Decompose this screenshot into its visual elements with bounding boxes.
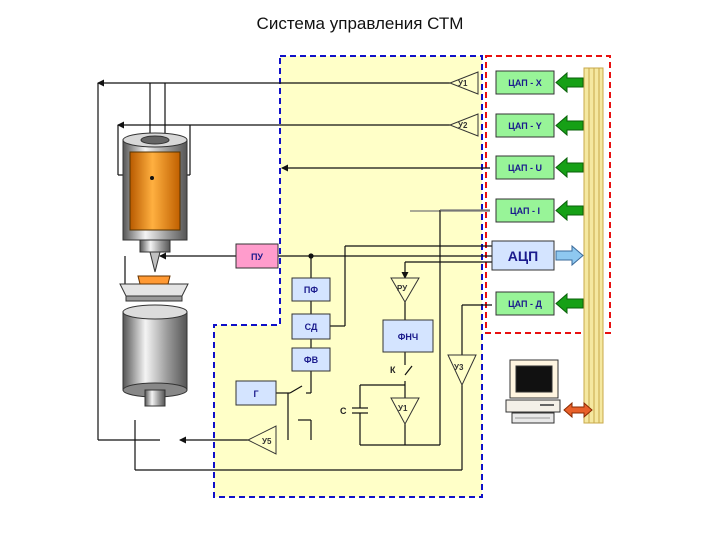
approach-motor xyxy=(122,304,188,407)
dac-x: ЦАП - X xyxy=(495,70,555,95)
block-fnch: ФНЧ xyxy=(382,319,434,353)
dac-i: ЦАП - I xyxy=(495,198,555,223)
block-pu: ПУ xyxy=(235,243,279,269)
arrow-dac-i-icon xyxy=(555,199,584,222)
block-pf-label: ПФ xyxy=(304,285,318,295)
dac-d: ЦАП - Д xyxy=(495,291,555,316)
block-g: Г xyxy=(235,380,277,406)
block-sd-label: СД xyxy=(305,322,318,332)
amp-u2-label: У2 xyxy=(458,121,468,130)
sample-stage xyxy=(119,275,189,302)
arrow-dac-y-icon xyxy=(555,114,584,137)
amp-u1-top-label: У1 xyxy=(458,79,468,88)
diagram-title: Система управления СТМ xyxy=(256,14,464,33)
block-sd: СД xyxy=(291,313,331,340)
adc-block: АЦП xyxy=(491,240,555,271)
switch-k-label: К xyxy=(390,365,396,375)
amp-ru: РУ xyxy=(390,277,420,303)
arrow-adc-icon xyxy=(555,244,584,267)
capacitor-c-label: С xyxy=(340,406,347,416)
block-pu-label: ПУ xyxy=(251,252,263,262)
scanner-tube xyxy=(122,132,188,273)
block-fnch-label: ФНЧ xyxy=(398,332,419,342)
amp-u3-label: У3 xyxy=(454,363,464,372)
dac-u: ЦАП - U xyxy=(495,155,555,180)
bus-arrows xyxy=(555,71,584,315)
adc-label: АЦП xyxy=(508,248,538,264)
dac-u-label: ЦАП - U xyxy=(508,163,542,173)
arrow-dac-x-icon xyxy=(555,71,584,94)
dac-i-label: ЦАП - I xyxy=(510,206,540,216)
control-region xyxy=(213,55,483,498)
amp-u3: У3 xyxy=(447,354,477,387)
block-pf: ПФ xyxy=(291,277,331,302)
dac-d-label: ЦАП - Д xyxy=(508,299,542,309)
amp-u1-bottom: У1 xyxy=(390,397,420,426)
arrow-dac-d-icon xyxy=(555,292,584,315)
amp-u2: У2 xyxy=(448,113,479,137)
wires xyxy=(97,79,492,471)
data-bus xyxy=(583,67,604,424)
amp-ru-label: РУ xyxy=(397,284,408,293)
dac-y: ЦАП - Y xyxy=(495,113,555,138)
amp-u1-bottom-label: У1 xyxy=(398,404,408,413)
dac-x-label: ЦАП - X xyxy=(508,78,541,88)
computer-icon xyxy=(505,359,561,424)
arrow-dac-u-icon xyxy=(555,156,584,179)
dac-y-label: ЦАП - Y xyxy=(508,121,541,131)
block-fv-label: ФВ xyxy=(304,355,319,365)
block-g-label: Г xyxy=(253,389,258,399)
amp-u5: У5 xyxy=(246,425,277,455)
block-fv: ФВ xyxy=(291,347,331,372)
amp-u1-top: У1 xyxy=(448,71,479,95)
amp-u5-label: У5 xyxy=(262,437,272,446)
bus-computer-arrow-icon xyxy=(563,401,593,419)
